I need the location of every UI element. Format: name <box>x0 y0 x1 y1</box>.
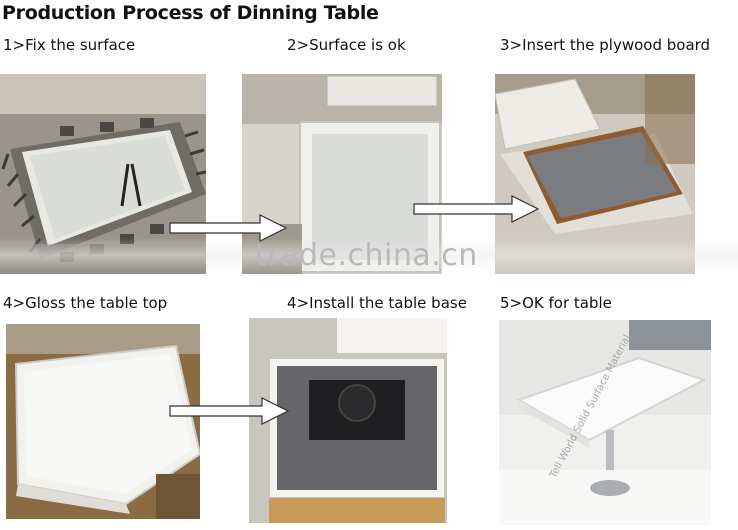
page-title: Production Process of Dinning Table <box>2 2 379 24</box>
arrow-right-icon <box>169 397 290 425</box>
step-2-label: 2>Surface is ok <box>287 36 406 54</box>
step-5-label: 4>Install the table base <box>287 294 467 312</box>
step-4-label: 4>Gloss the table top <box>3 294 168 312</box>
arrow-right-icon <box>413 195 540 223</box>
glossed-top-photo <box>6 324 200 519</box>
finished-table-photo <box>499 320 711 525</box>
watermark-band <box>0 238 738 272</box>
table-base-plate-photo <box>249 318 447 523</box>
step-6-label: 5>OK for table <box>500 294 612 312</box>
watermark-text: trade.china.cn <box>255 238 478 273</box>
step-3-label: 3>Insert the plywood board <box>500 36 711 54</box>
step-1-label: 1>Fix the surface <box>3 36 136 54</box>
arrow-right-icon <box>169 214 288 242</box>
